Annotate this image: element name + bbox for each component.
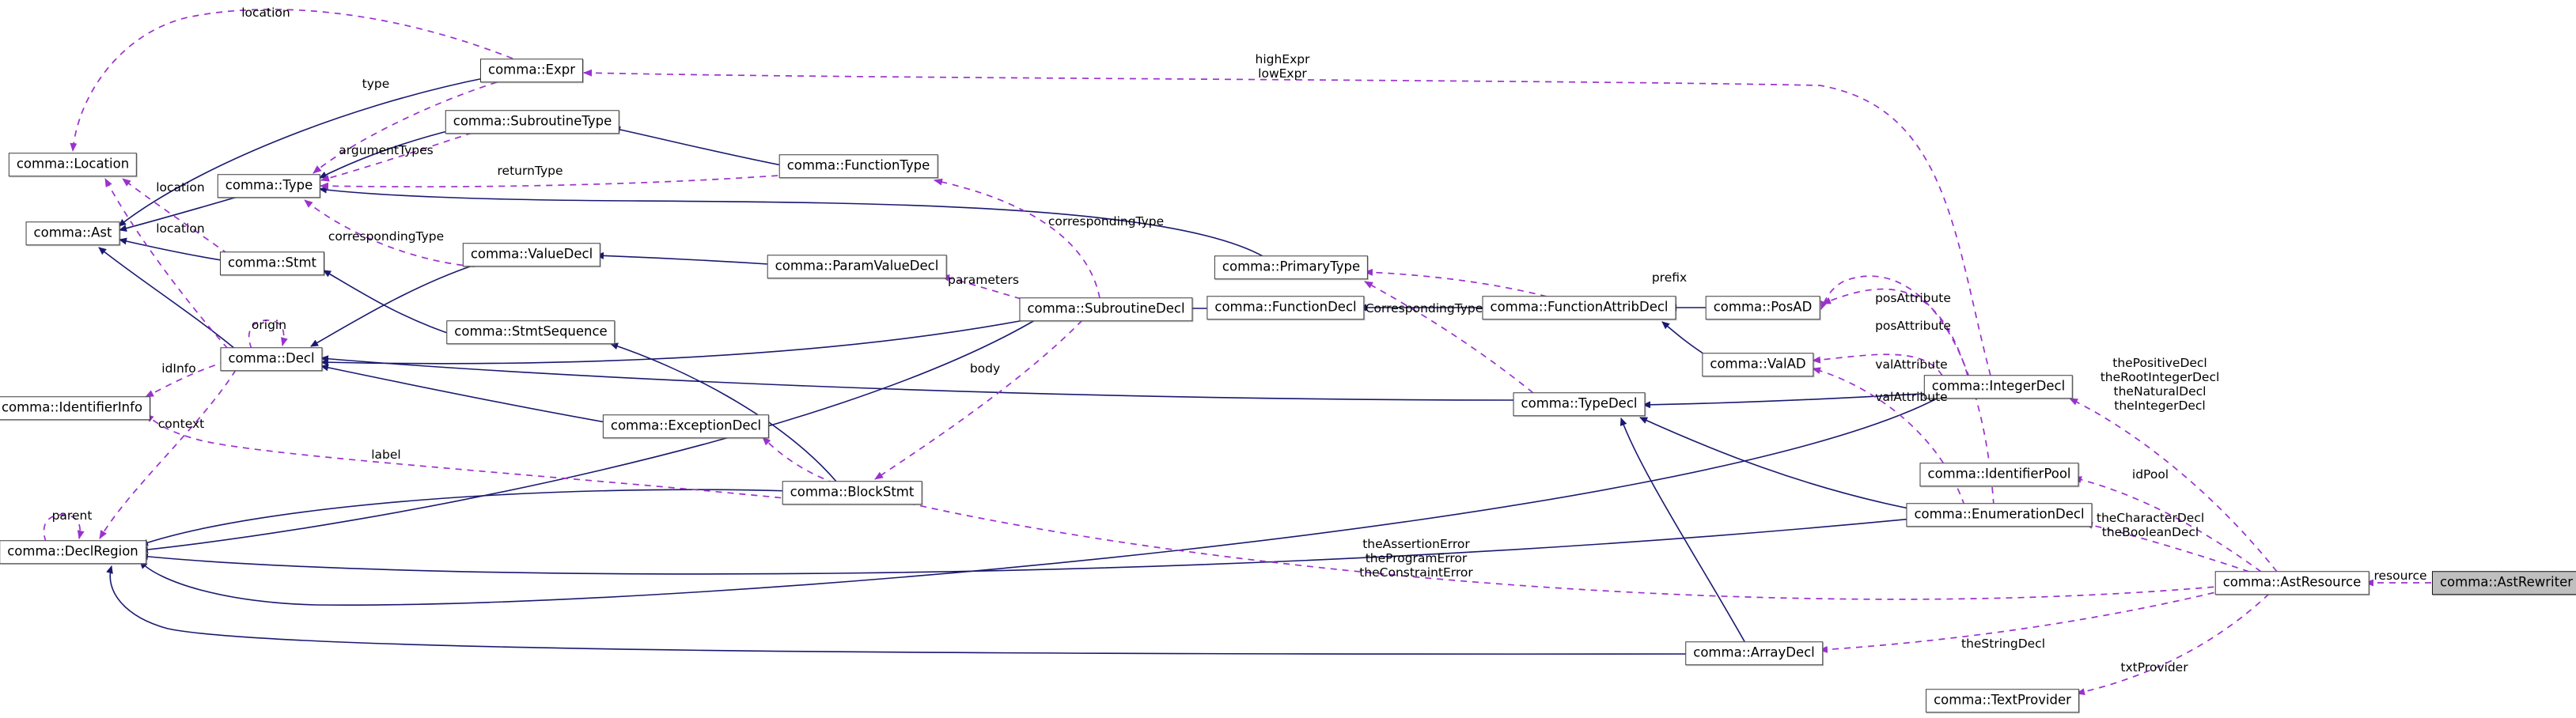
edge-astresource-to-exceptiondecl	[762, 436, 2226, 600]
node-exceptiondecl[interactable]: comma::ExceptionDecl	[602, 414, 770, 438]
node-location[interactable]: comma::Location	[8, 153, 138, 176]
edge-primarytype-to-type	[319, 186, 1265, 258]
edge-subroutinedecl-to-declregion	[140, 319, 1036, 554]
edge-subroutinetype-to-type	[320, 132, 473, 182]
node-valad[interactable]: comma::ValAD	[1702, 353, 1814, 376]
edge-functiontype-to-type	[320, 174, 790, 190]
edge-astresource-to-textprovider	[2076, 593, 2270, 696]
node-identifierpool[interactable]: comma::IdentifierPool	[1919, 463, 2079, 486]
edge-subroutinetype-to-type	[319, 128, 457, 179]
node-functiondecl[interactable]: comma::FunctionDecl	[1207, 296, 1365, 319]
edge-subroutinedecl-to-paramvaluedecl	[941, 274, 1033, 303]
node-type[interactable]: comma::Type	[217, 174, 321, 198]
node-declregion[interactable]: comma::DeclRegion	[0, 540, 146, 564]
node-textprovider[interactable]: comma::TextProvider	[1926, 689, 2079, 712]
edge-astresource-to-integerdecl	[2069, 398, 2278, 573]
edge-valuedecl-to-type	[304, 199, 475, 267]
edge-integerdecl-to-posad	[1822, 288, 1968, 376]
edge-decl-to-ast	[98, 247, 236, 350]
edge-enumerationdecl-to-posad	[1820, 275, 1995, 506]
node-astresource[interactable]: comma::AstResource	[2214, 571, 2370, 595]
edge-functionattribdecl-to-primarytype	[1364, 268, 1547, 297]
edge-integerdecl-to-typedecl	[1642, 392, 1935, 409]
node-stmtsequence[interactable]: comma::StmtSequence	[446, 320, 616, 344]
node-valuedecl[interactable]: comma::ValueDecl	[462, 243, 601, 266]
node-paramvaluedecl[interactable]: comma::ParamValueDecl	[767, 255, 947, 278]
edge-typedecl-to-primarytype	[1364, 281, 1534, 394]
edge-arraydecl-to-declregion	[106, 565, 1696, 655]
edge-functiontype-to-subroutinetype	[612, 126, 790, 168]
edge-subroutinedecl-to-functiontype	[934, 178, 1100, 299]
node-stmt[interactable]: comma::Stmt	[219, 251, 325, 275]
edge-declregion-to-declregion	[43, 514, 85, 542]
node-integerdecl[interactable]: comma::IntegerDecl	[1923, 375, 2074, 399]
edge-astresource-to-arraydecl	[1819, 589, 2226, 653]
edge-exceptiondecl-to-decl	[320, 364, 616, 425]
node-ast[interactable]: comma::Ast	[25, 221, 120, 245]
edge-subroutinedecl-to-decl	[320, 318, 1033, 366]
edge-expr-to-location	[70, 9, 513, 152]
edge-integerdecl-to-declregion	[139, 397, 1939, 606]
node-functiontype[interactable]: comma::FunctionType	[778, 154, 938, 178]
edge-blockstmt-to-stmtsequence	[610, 342, 838, 483]
edges	[43, 9, 2443, 696]
edge-integerdecl-to-valad	[1812, 353, 1943, 376]
node-arraydecl[interactable]: comma::ArrayDecl	[1685, 641, 1823, 665]
edge-paramvaluedecl-to-valuedecl	[596, 251, 782, 266]
node-functionattribdecl[interactable]: comma::FunctionAttribDecl	[1482, 296, 1676, 319]
edge-stmt-to-location	[122, 178, 229, 255]
edge-decl-to-location	[104, 178, 229, 350]
edge-expr-to-type	[313, 81, 498, 174]
node-subroutinetype[interactable]: comma::SubroutineType	[445, 110, 620, 134]
edge-stmt-to-ast	[119, 237, 227, 262]
edge-astresource-to-enumerationdecl	[2084, 521, 2250, 573]
edge-arraydecl-to-typedecl	[1619, 418, 1746, 644]
edge-type-to-ast	[119, 196, 238, 232]
node-typedecl[interactable]: comma::TypeDecl	[1513, 392, 1646, 416]
node-expr[interactable]: comma::Expr	[480, 59, 583, 82]
edge-decl-to-identifierinfo	[145, 361, 227, 398]
edge-valuedecl-to-decl	[310, 264, 475, 347]
edge-integerdecl-to-expr	[583, 69, 1991, 376]
edge-stmtsequence-to-stmt	[323, 270, 460, 338]
edge-blockstmt-to-declregion	[140, 489, 794, 546]
edge-astresource-to-identifierpool	[2073, 476, 2262, 573]
edge-typedecl-to-decl	[320, 355, 1521, 401]
edge-blockstmt-to-identifierinfo	[145, 414, 794, 500]
node-astrewriter[interactable]: comma::AstRewriter	[2431, 571, 2576, 595]
node-enumerationdecl[interactable]: comma::EnumerationDecl	[1906, 503, 2093, 527]
node-blockstmt[interactable]: comma::BlockStmt	[782, 481, 922, 504]
edge-decl-to-decl	[248, 319, 288, 350]
node-identifierinfo[interactable]: comma::IdentifierInfo	[0, 396, 151, 420]
node-primarytype[interactable]: comma::PrimaryType	[1214, 255, 1369, 279]
edge-enumerationdecl-to-declregion	[140, 517, 1922, 575]
edge-enumerationdecl-to-typedecl	[1639, 417, 1922, 512]
edge-expr-to-ast	[118, 77, 488, 227]
node-decl[interactable]: comma::Decl	[220, 347, 323, 371]
node-subroutinedecl[interactable]: comma::SubroutineDecl	[1019, 297, 1193, 321]
edge-decl-to-declregion	[99, 369, 237, 539]
node-posad[interactable]: comma::PosAD	[1705, 296, 1820, 319]
edge-subroutinedecl-to-blockstmt	[874, 319, 1083, 480]
